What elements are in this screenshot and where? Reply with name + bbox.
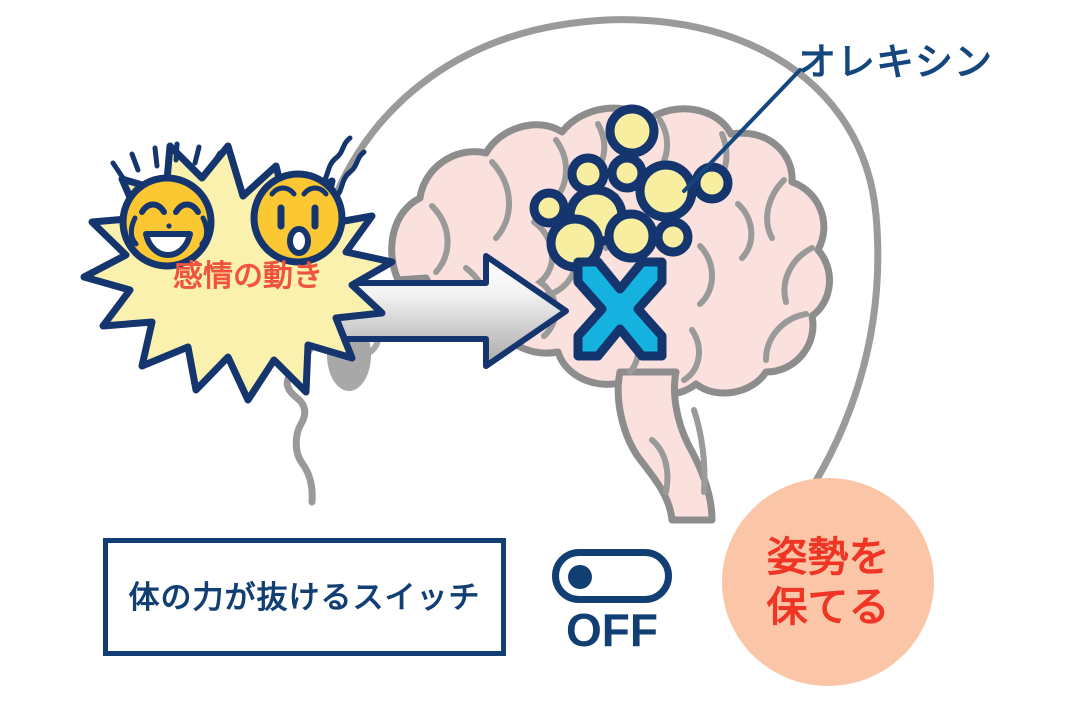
orexin-molecule-icon xyxy=(605,104,659,158)
orexin-leader-line xyxy=(682,68,802,193)
toggle-state-label: OFF xyxy=(566,604,658,656)
orexin-label: オレキシン xyxy=(798,42,994,84)
posture-line-1: 姿勢を xyxy=(766,533,890,580)
toggle-knob[interactable] xyxy=(568,565,592,589)
orexin-molecule-icon xyxy=(691,162,733,204)
surprised-face-icon xyxy=(250,135,367,266)
orexin-molecule-icon xyxy=(653,217,693,257)
emotion-burst-label: 感情の動き xyxy=(173,260,323,293)
body-limp-switch-label: 体の力が抜けるスイッチ xyxy=(128,579,481,615)
toggle-off-icon[interactable] xyxy=(552,549,672,603)
posture-bubble-icon: 姿勢を 保てる xyxy=(722,478,934,686)
orexin-molecule-group xyxy=(529,104,733,272)
body-limp-switch-box[interactable]: 体の力が抜けるスイッチ xyxy=(103,538,506,656)
posture-line-2: 保てる xyxy=(766,584,890,630)
orexin-molecule-icon xyxy=(529,188,569,228)
switch-toggle-group[interactable]: OFF xyxy=(552,549,688,669)
orexin-molecule-icon xyxy=(604,209,658,263)
orexin-molecule-icon xyxy=(567,153,609,195)
laughing-crying-face-icon xyxy=(110,141,223,270)
orexin-molecule-icon xyxy=(635,160,697,222)
cross-block-icon xyxy=(573,257,667,361)
